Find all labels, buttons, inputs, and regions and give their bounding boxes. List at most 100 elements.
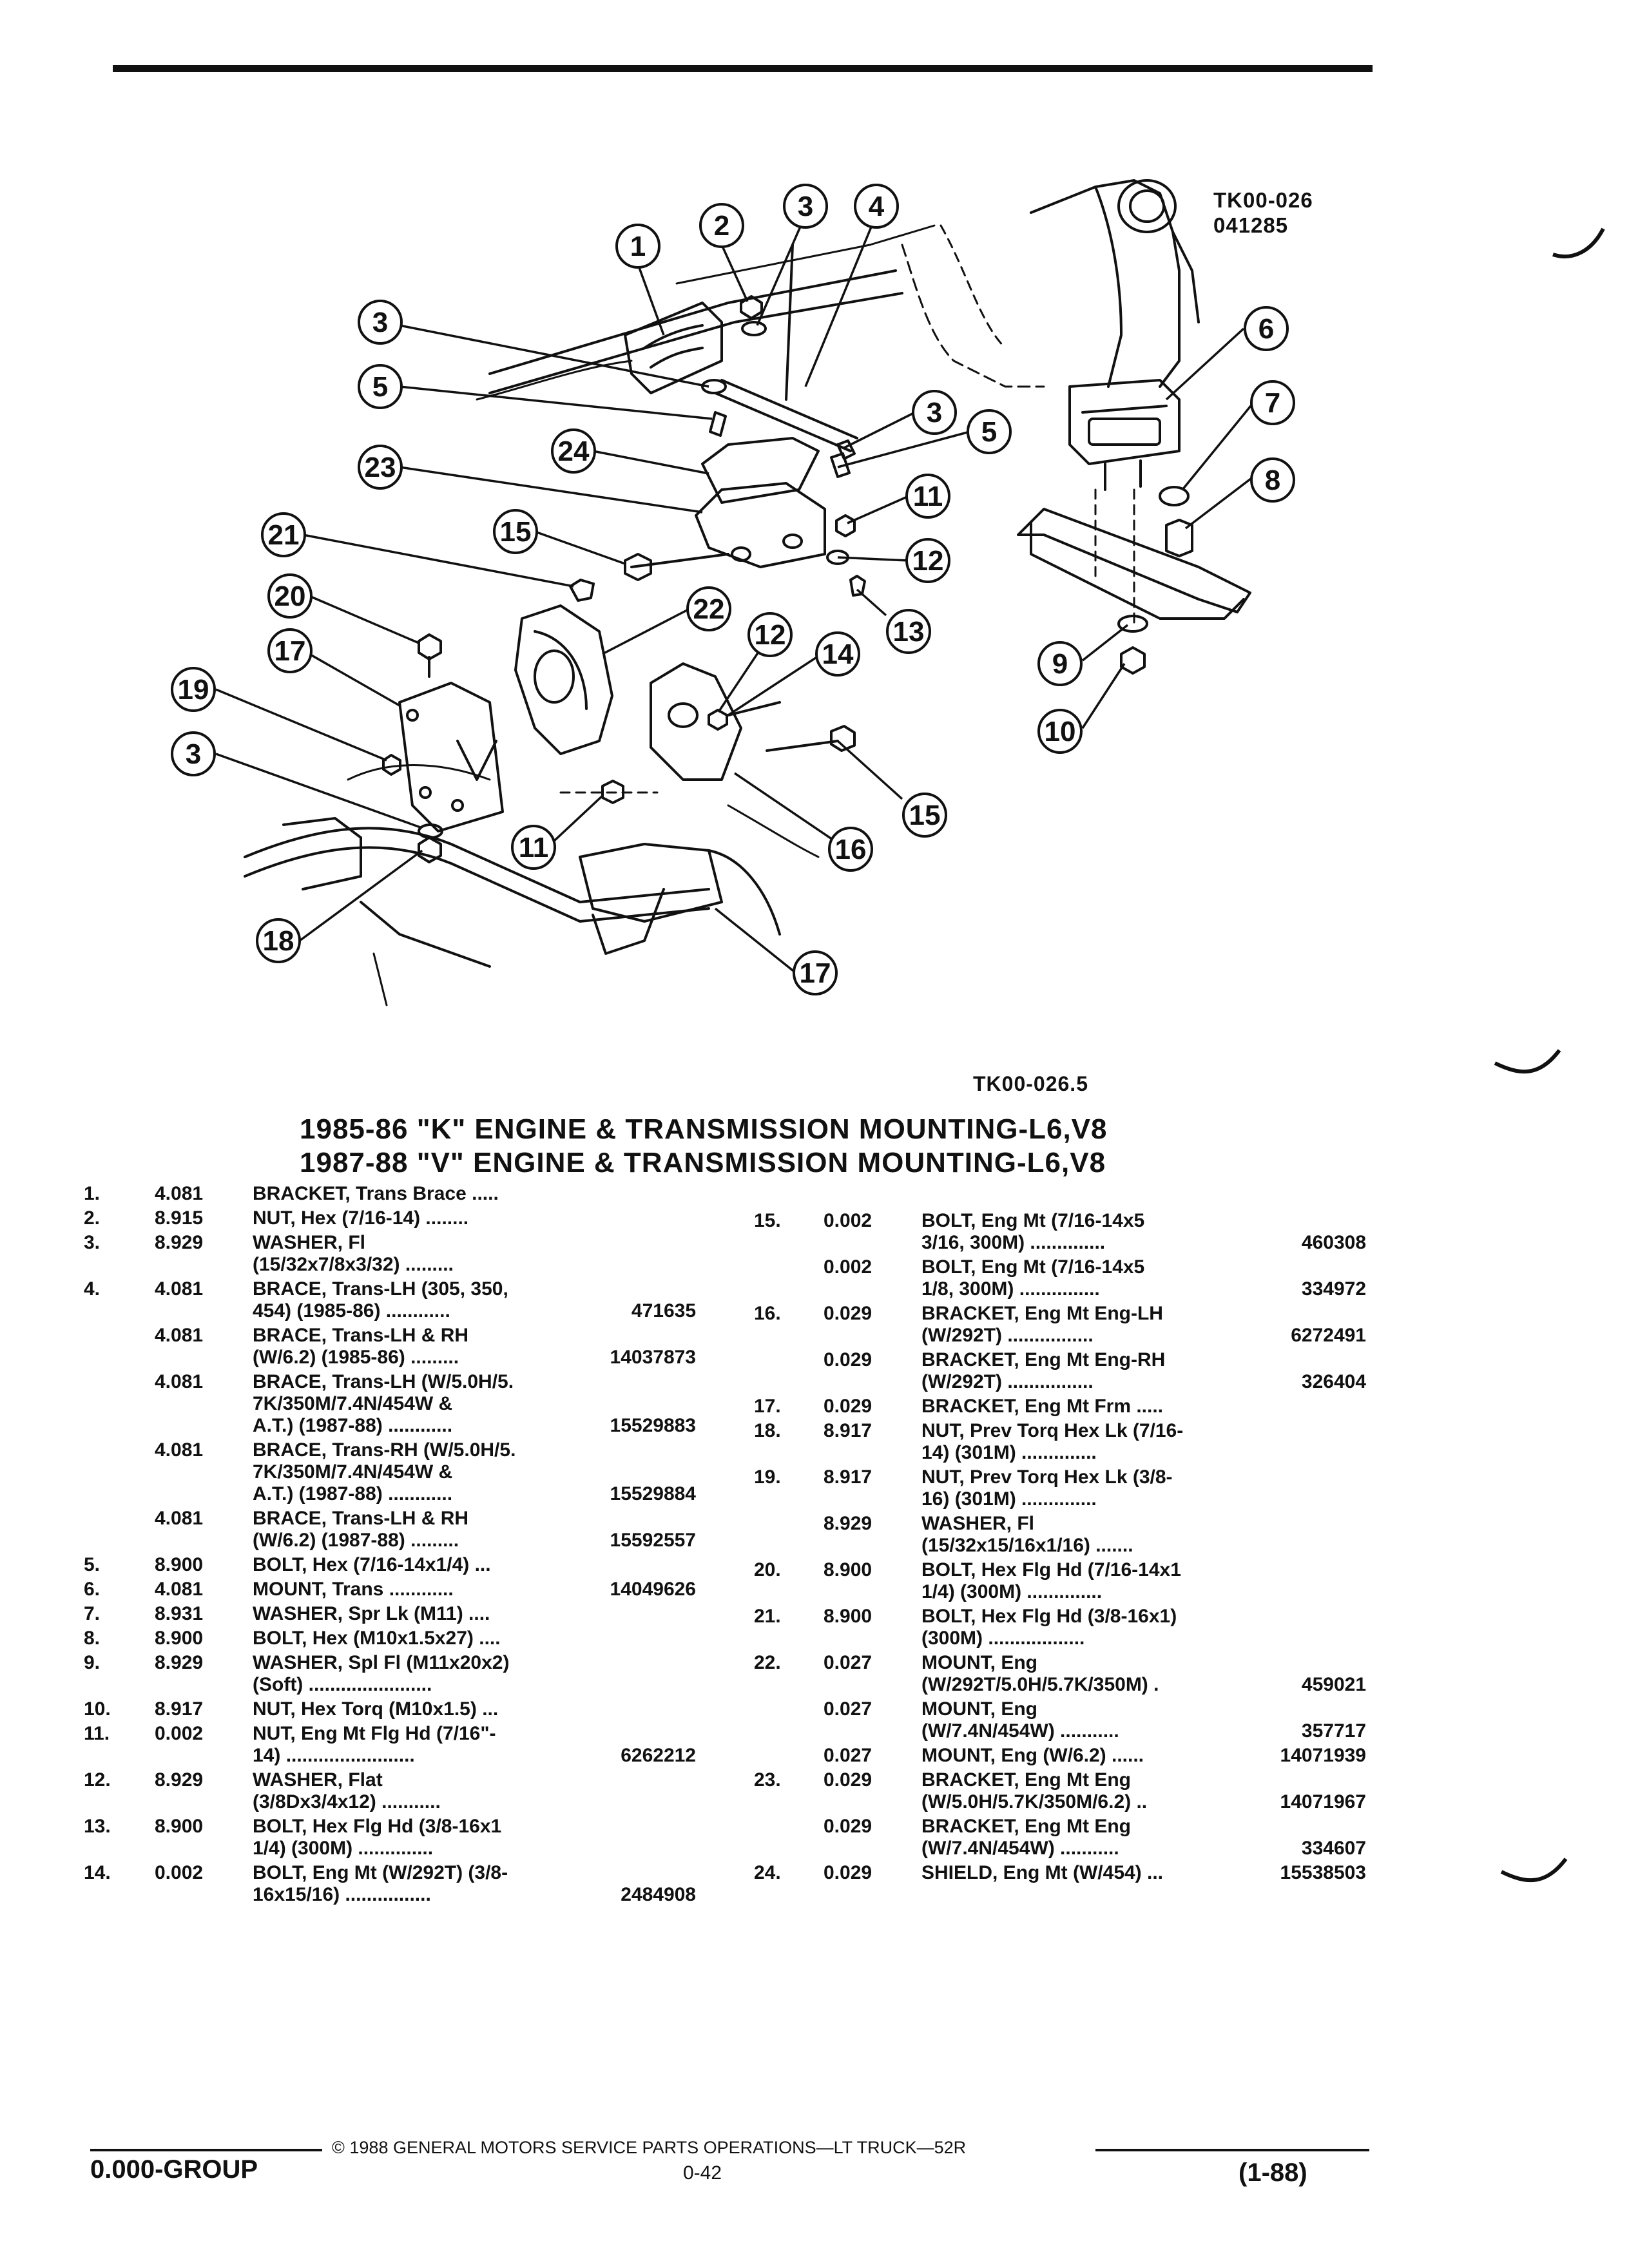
part-number: 459021 — [1301, 1674, 1366, 1695]
callout-circle — [267, 628, 313, 673]
callout-number: 13 — [893, 616, 925, 648]
part-number: 14071967 — [1280, 1791, 1366, 1812]
callout-circle — [615, 224, 660, 269]
callout-circle — [854, 184, 899, 229]
group-number: 0.029 — [824, 1349, 872, 1370]
figure-code-bottom: TK00-026.5 — [973, 1072, 1088, 1095]
part-description: BRACKET, Trans Brace ..... — [253, 1183, 499, 1204]
group-number: 8.917 — [824, 1420, 872, 1441]
callout-number: 10 — [1045, 716, 1076, 747]
item-number: 21. — [754, 1606, 781, 1627]
parts-entry: 0.002 BOLT, Eng Mt (7/16-14x5 1/8, 300M) … — [754, 1256, 1366, 1300]
callout-circle — [1037, 709, 1083, 754]
callout-number: 12 — [912, 545, 944, 577]
callout-circle — [256, 918, 301, 963]
callout-number: 5 — [372, 371, 388, 403]
part-description: BOLT, Hex Flg Hd (7/16-14x1 1/4) (300M) … — [921, 1559, 1181, 1602]
group-number: 0.002 — [824, 1256, 872, 1278]
callout-number: 16 — [835, 834, 867, 865]
callout-circle — [828, 827, 873, 872]
group-number: 4.081 — [155, 1439, 204, 1461]
item-number: 5. — [84, 1554, 101, 1575]
item-number: 4. — [84, 1278, 101, 1300]
part-description: BOLT, Hex (M10x1.5x27) .... — [253, 1628, 501, 1649]
item-number: 20. — [754, 1559, 781, 1581]
item-number: 18. — [754, 1420, 781, 1441]
group-number: 8.915 — [155, 1207, 204, 1229]
group-number: 4.081 — [155, 1508, 204, 1529]
group-number: 8.900 — [155, 1628, 204, 1649]
group-number: 8.931 — [155, 1603, 204, 1624]
callout-number: 15 — [909, 800, 941, 831]
part-description: BRACE, Trans-LH & RH (W/6.2) (1987-88) .… — [253, 1508, 469, 1551]
callout-circle — [1244, 306, 1289, 351]
callout-circle — [511, 825, 556, 870]
item-number: 10. — [84, 1698, 111, 1720]
part-description: WASHER, Fl (15/32x15/16x1/16) ....... — [921, 1513, 1133, 1556]
scan-tick-mark — [1500, 1858, 1568, 1883]
callout-number: 8 — [1265, 465, 1280, 496]
part-description: NUT, Prev Torq Hex Lk (7/16- 14) (301M) … — [921, 1420, 1184, 1463]
footer-rule-left — [90, 2149, 322, 2151]
part-number: 357717 — [1301, 1720, 1366, 1742]
callout-circle — [358, 300, 403, 345]
callout-number: 22 — [693, 593, 725, 625]
figure-code-sub: 041285 — [1213, 213, 1289, 237]
part-description: BOLT, Hex Flg Hd (3/8-16x1) (300M) .....… — [921, 1606, 1177, 1649]
callout-circle — [815, 631, 860, 677]
callout-number: 3 — [372, 307, 388, 338]
group-number: 0.002 — [155, 1723, 204, 1744]
part-description: BOLT, Hex (7/16-14x1/4) ... — [253, 1554, 491, 1575]
callout-circle — [902, 793, 947, 838]
callout-number: 2 — [714, 210, 729, 242]
callout-number: 3 — [186, 738, 201, 770]
part-description: MOUNT, Eng (W/7.4N/454W) ........... — [921, 1698, 1119, 1742]
part-description: BOLT, Eng Mt (7/16-14x5 1/8, 300M) .....… — [921, 1256, 1145, 1300]
callout-number: 21 — [268, 519, 300, 551]
part-description: BRACKET, Eng Mt Eng (W/7.4N/454W) ......… — [921, 1816, 1131, 1859]
revision-date: (1-88) — [1239, 2158, 1307, 2187]
callout-number: 11 — [913, 481, 943, 512]
part-description: BRACKET, Eng Mt Eng-LH (W/292T) ........… — [921, 1303, 1163, 1346]
callout-number: 3 — [798, 191, 813, 222]
part-description: BOLT, Hex Flg Hd (3/8-16x1 1/4) (300M) .… — [253, 1816, 502, 1859]
part-number: 6262212 — [621, 1745, 696, 1766]
exploded-view-diagram: 1234352324351121151220221317121467891019… — [171, 179, 1295, 1006]
group-number: 0.027 — [824, 1652, 872, 1673]
callout-number: 14 — [822, 639, 854, 670]
group-number: 8.900 — [155, 1816, 204, 1837]
group-number: 8.917 — [155, 1698, 204, 1720]
callout-circle — [358, 445, 403, 490]
part-description: NUT, Hex Torq (M10x1.5) ... — [253, 1698, 499, 1720]
callout-circle — [905, 538, 950, 583]
item-number: 13. — [84, 1816, 111, 1837]
part-number: 14037873 — [610, 1347, 696, 1368]
group-number: 0.029 — [824, 1862, 872, 1883]
callout-number: 1 — [630, 231, 646, 262]
part-number: 460308 — [1301, 1232, 1366, 1253]
group-number: 4.081 — [155, 1278, 204, 1300]
item-number: 17. — [754, 1396, 781, 1417]
parts-entry: 10. 8.917 NUT, Hex Torq (M10x1.5) ... — [84, 1698, 696, 1720]
callout-circle — [171, 731, 216, 776]
group-number: 8.929 — [155, 1769, 204, 1791]
item-number: 24. — [754, 1862, 781, 1883]
item-number: 3. — [84, 1232, 101, 1253]
item-number: 14. — [84, 1862, 111, 1883]
callout-circle — [551, 428, 596, 474]
item-number: 8. — [84, 1628, 101, 1649]
